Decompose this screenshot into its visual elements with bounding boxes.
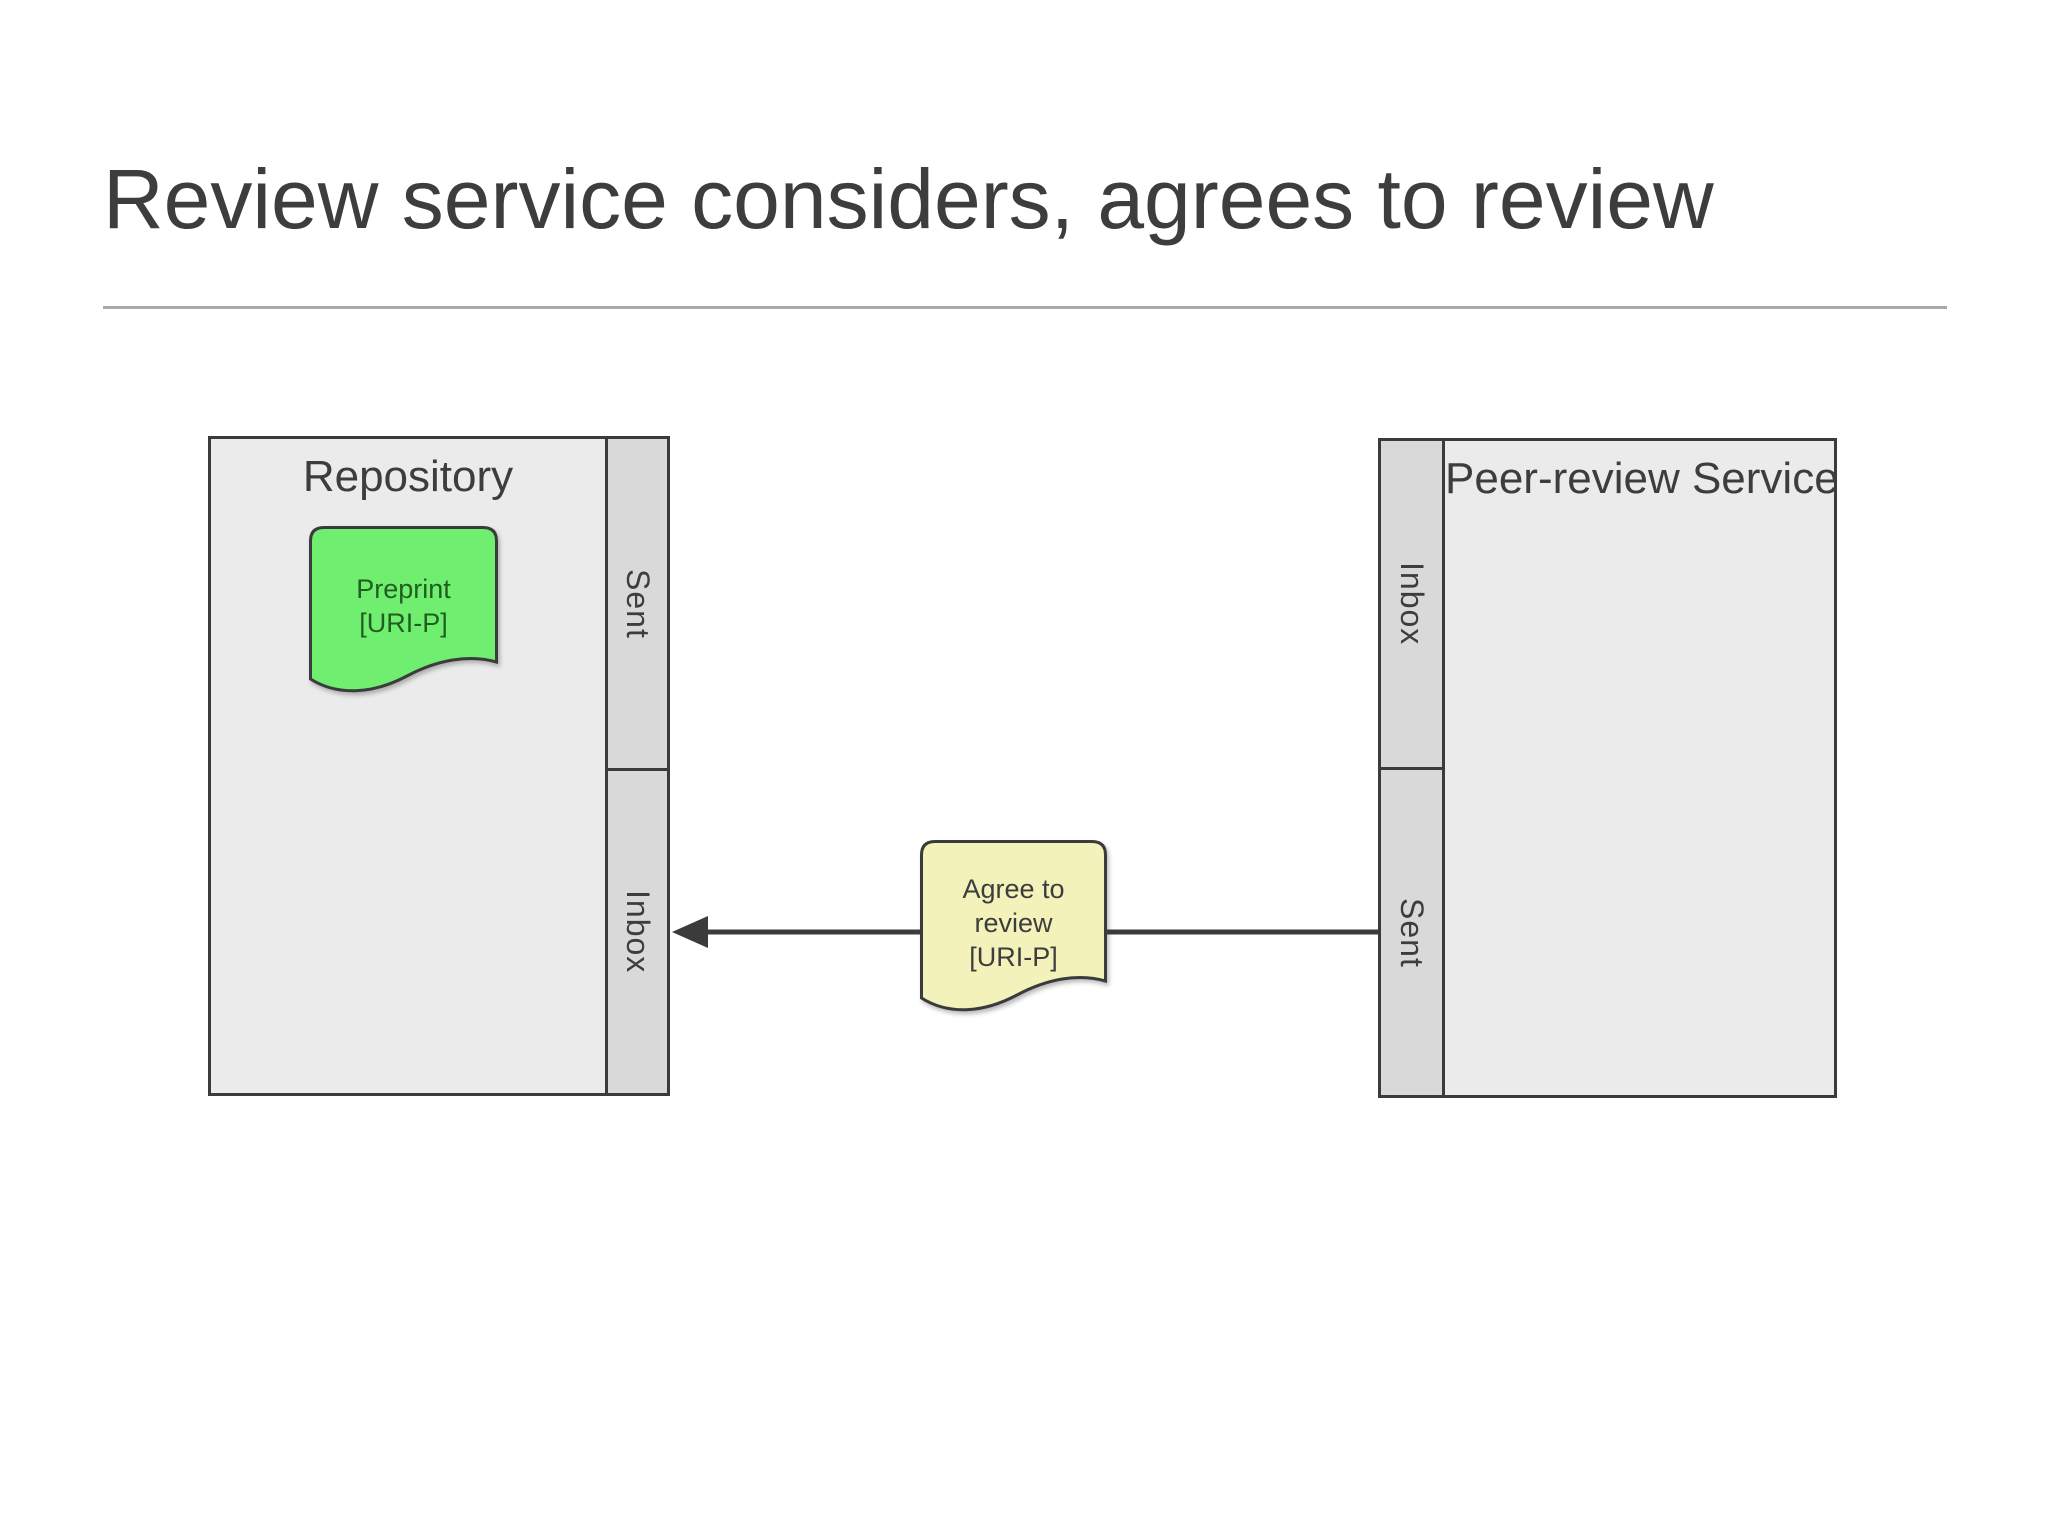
preprint-note-shape bbox=[309, 526, 498, 693]
peer-review-service-title: Peer-review Service bbox=[1445, 454, 1839, 503]
repository-title: Repository bbox=[302, 452, 514, 501]
peer-review-inbox-label: Inbox bbox=[1394, 562, 1430, 646]
slide-title: Review service considers, agrees to revi… bbox=[103, 152, 1714, 246]
peer-review-service-box: Peer-review Service Inbox Sent bbox=[1378, 438, 1839, 1098]
agree-note-text: Agree to review [URI-P] bbox=[920, 872, 1107, 974]
preprint-note-line1: Preprint bbox=[356, 574, 451, 604]
repository-sent-label: Sent bbox=[620, 568, 656, 639]
title-divider-line bbox=[103, 306, 1947, 309]
preprint-note-text: Preprint [URI-P] bbox=[309, 572, 498, 640]
repository-inbox-cell: Inbox bbox=[608, 768, 667, 1093]
agree-note-line2: review bbox=[974, 908, 1053, 938]
agree-note-line1: Agree to bbox=[962, 874, 1065, 904]
preprint-note: Preprint [URI-P] bbox=[309, 526, 498, 698]
arrowhead-left-icon bbox=[672, 916, 708, 948]
agree-note-line3: [URI-P] bbox=[969, 942, 1058, 972]
repository-sidebar: Sent Inbox bbox=[605, 439, 667, 1093]
peer-review-inbox-cell: Inbox bbox=[1381, 441, 1442, 767]
preprint-note-line2: [URI-P] bbox=[359, 608, 448, 638]
agree-to-review-note: Agree to review [URI-P] bbox=[920, 840, 1107, 1018]
peer-review-sent-cell: Sent bbox=[1381, 767, 1442, 1095]
peer-review-sidebar: Inbox Sent bbox=[1381, 441, 1445, 1095]
agree-note-shape bbox=[920, 840, 1107, 1012]
peer-review-sent-label: Sent bbox=[1394, 897, 1430, 968]
repository-sent-cell: Sent bbox=[608, 439, 667, 768]
repository-inbox-label: Inbox bbox=[620, 890, 656, 974]
